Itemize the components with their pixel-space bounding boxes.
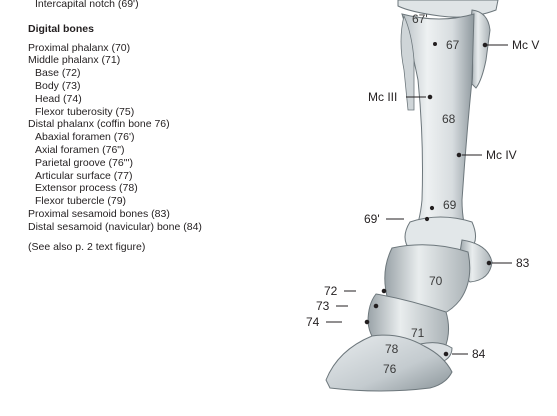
legend: Intercapital notch (69') Digital bones P… bbox=[28, 0, 298, 253]
legend-list: Proximal phalanx (70)Middle phalanx (71)… bbox=[28, 42, 298, 234]
legend-item: Articular surface (77) bbox=[35, 169, 133, 182]
point-84 bbox=[443, 351, 449, 357]
point-69 bbox=[429, 205, 435, 211]
legend-item: Distal phalanx (coffin bone 76) bbox=[28, 118, 170, 131]
legend-item: Proximal sesamoid bones (83) bbox=[28, 207, 170, 220]
point-74 bbox=[364, 319, 370, 325]
legend-item: Head (74) bbox=[35, 92, 82, 105]
point-mc-iv bbox=[456, 152, 462, 158]
label-mc-v: Mc V bbox=[512, 38, 540, 52]
distal-phalanx bbox=[325, 334, 453, 392]
label-73: 73 bbox=[316, 299, 330, 313]
label-69-prime: 69' bbox=[364, 212, 380, 226]
point-67 bbox=[433, 42, 437, 46]
legend-item: Abaxial foramen (76') bbox=[35, 131, 135, 144]
legend-item: Middle phalanx (71) bbox=[28, 54, 121, 67]
point-73 bbox=[373, 303, 379, 309]
label-67: 67 bbox=[446, 38, 460, 52]
label-68: 68 bbox=[442, 112, 456, 126]
label-mc-iii: Mc III bbox=[368, 90, 398, 104]
legend-item: Flexor tuberosity (75) bbox=[35, 105, 135, 118]
point-mc-iii bbox=[427, 94, 433, 100]
legend-note: (See also p. 2 text figure) bbox=[28, 240, 146, 253]
legend-item: Parietal groove (76"') bbox=[35, 156, 133, 169]
label-71: 71 bbox=[411, 326, 425, 340]
point-72 bbox=[381, 288, 387, 294]
legend-top-line: Intercapital notch (69') bbox=[35, 0, 139, 10]
legend-item: Flexor tubercle (79) bbox=[35, 195, 127, 208]
legend-item: Proximal phalanx (70) bbox=[28, 41, 131, 54]
label-70: 70 bbox=[429, 274, 443, 288]
legend-item: Body (73) bbox=[35, 79, 81, 92]
label-84: 84 bbox=[472, 347, 486, 361]
label-67-prime: 67' bbox=[412, 12, 428, 26]
point-69-prime bbox=[424, 216, 430, 222]
mc-iv-bone bbox=[400, 14, 415, 111]
label-74: 74 bbox=[306, 315, 320, 329]
label-83: 83 bbox=[516, 256, 530, 270]
label-78: 78 bbox=[385, 342, 399, 356]
point-mc-v bbox=[482, 42, 488, 48]
point-83 bbox=[486, 260, 492, 266]
legend-heading: Digital bones bbox=[28, 22, 94, 35]
legend-item: Extensor process (78) bbox=[35, 182, 138, 195]
label-76: 76 bbox=[383, 362, 397, 376]
label-69: 69 bbox=[443, 198, 457, 212]
legend-item: Base (72) bbox=[35, 67, 81, 80]
label-mc-iv: Mc IV bbox=[486, 148, 517, 162]
label-72: 72 bbox=[324, 284, 338, 298]
legend-item: Axial foramen (76") bbox=[35, 143, 125, 156]
legend-item: Distal sesamoid (navicular) bone (84) bbox=[28, 220, 202, 233]
